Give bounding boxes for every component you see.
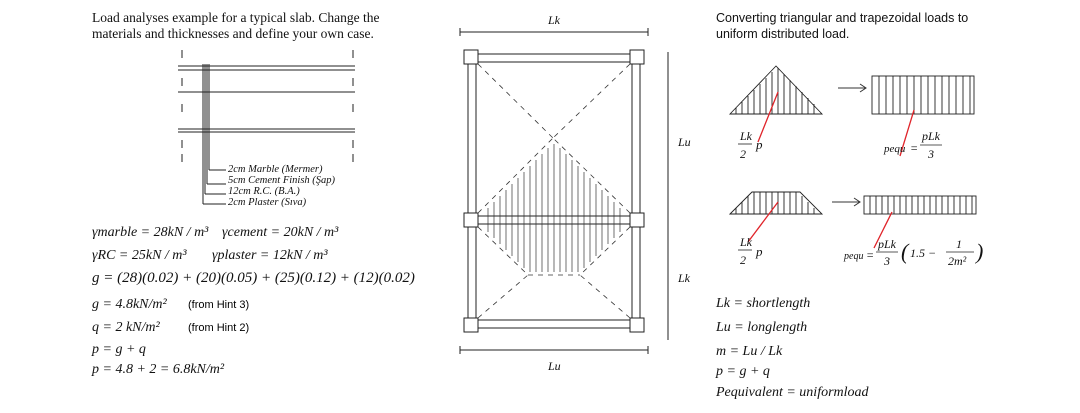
column [463,49,479,65]
layer-plaster: 2cm Plaster (Sıva) [228,197,307,208]
tri-num: Lk [739,129,753,143]
plan-lu-bottom-label: Lu [547,359,561,373]
trapezoidal-load [728,191,824,215]
uniform-pointer-2 [873,211,893,249]
close-paren: ) [974,239,983,264]
def-p: p = g + q [716,364,770,379]
converting-caption: Converting triangular and trapezoidal lo… [716,10,968,42]
plan-lk-side-label: Lk [677,271,691,285]
tri-eq-num: pLk [921,129,941,143]
layer-cement: 5cm Cement Finish (Şap) [228,175,336,186]
column [629,49,645,65]
def-lu: Lu = longlength [716,320,808,335]
trap-den: 2 [740,253,746,267]
plan-lu-side-label: Lu [677,135,691,149]
load-hatch [487,144,621,272]
tri-equals: = [910,141,918,155]
g-expression: g = (28)(0.02) + (20)(0.05) + (25)(0.12)… [92,270,415,286]
load-conversion-diagram: Lk 2 p pequ = pLk 3 Lk 2 p pequ [728,65,983,268]
beam-bottom [463,319,645,329]
converting-line-2: uniform distributed load. [716,27,850,41]
trap-pequ: pequ [843,251,863,262]
intro-text: Load analyses example for a typical slab… [92,10,380,42]
gamma-cement: γcement = 20kN / m³ [222,225,339,240]
uniform-load-2 [863,195,977,215]
beam-right [631,53,641,329]
tri-pointer [757,91,779,143]
def-m: m = Lu / Lk [716,344,783,359]
p-definition: p = g + q [92,342,146,357]
open-paren: ( [901,239,910,264]
trap-equals: = [866,248,874,262]
p-value: p = 4.8 + 2 = 6.8kN/m² [92,362,225,377]
tri-den: 2 [740,147,746,161]
gamma-rc: γRC = 25kN / m³ [92,248,187,263]
q-hint: (from Hint 2) [188,322,250,334]
layer-rc: 12cm R.C. (B.A.) [228,186,300,197]
arrow-icon [838,83,867,93]
triangular-load [728,65,824,115]
beam-top [463,53,645,63]
trap-bracket: 1.5 − [910,246,936,260]
column [629,212,645,228]
g-value: g = 4.8kN/m² [92,297,167,312]
trap-frac-num: 1 [956,237,962,251]
g-hint: (from Hint 3) [188,299,250,311]
tri-pequ: pequ [883,143,906,155]
def-lk: Lk = shortlength [716,296,811,311]
column [463,212,479,228]
trap-num: Lk [739,235,753,249]
q-value: q = 2 kN/m² [92,320,160,335]
gamma-marble: γmarble = 28kN / m³ [92,225,209,240]
beam-left [467,53,477,329]
column [629,317,645,333]
trap-pointer [747,201,779,243]
def-pequivalent: Pequivalent = uniformload [716,385,869,400]
converting-line-1: Converting triangular and trapezoidal lo… [716,11,969,25]
trap-eq-den: 3 [883,254,890,268]
layer-marble: 2cm Marble (Mermer) [228,164,323,175]
slab-section-diagram [178,50,355,205]
trap-eq-num: pLk [877,237,897,251]
tri-p: p [755,137,763,152]
uniform-load-1 [871,75,975,115]
trap-p: p [755,244,763,259]
uniform-pointer-1 [899,109,915,157]
column [463,317,479,333]
plan-lk-top-label: Lk [547,13,561,27]
trap-frac-den: 2m² [948,254,967,268]
arrow-icon [832,197,861,207]
slab-plan-diagram: Lk Lu Lu Lk [459,13,691,373]
intro-line-2: materials and thicknesses and define you… [92,26,374,41]
tri-eq-den: 3 [927,147,934,161]
gamma-plaster: γplaster = 12kN / m³ [212,248,328,263]
intro-line-1: Load analyses example for a typical slab… [92,10,380,25]
